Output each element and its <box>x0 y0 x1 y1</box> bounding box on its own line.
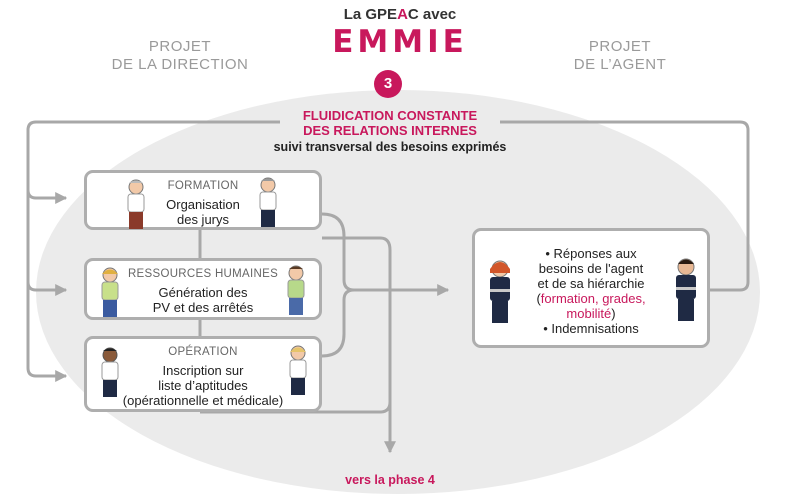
person-icon <box>289 345 307 395</box>
column-header-direction: PROJET DE LA DIRECTION <box>100 38 260 74</box>
box-label: FORMATION <box>167 180 239 192</box>
step-title-line: DES RELATIONS INTERNES <box>303 123 477 138</box>
loop-arrow-right <box>500 120 750 292</box>
box-text: Organisation des jurys <box>87 197 319 227</box>
header-line: PROJET <box>148 38 212 55</box>
step-badge: 3 <box>374 70 402 98</box>
loop-arrow-left <box>26 120 280 204</box>
box-text-line: liste d’aptitudes <box>158 378 248 393</box>
box-formation: FORMATION Organisation des jurys <box>84 170 322 230</box>
connector-rh <box>322 236 392 290</box>
person-icon <box>101 347 119 397</box>
box-text-line: (opérationnelle et médicale) <box>122 393 284 408</box>
pink-text: formation, grades, <box>540 291 646 306</box>
header-line: DE L’AGENT <box>573 56 667 73</box>
box-text-line: Génération des <box>158 285 248 300</box>
title-accent: A <box>397 6 408 23</box>
box-label: RESSOURCES HUMAINES <box>127 268 279 280</box>
box-text-line: PV et des arrêtés <box>152 300 254 315</box>
paren-open: ( <box>536 291 541 306</box>
connector-op <box>321 288 355 358</box>
person-icon <box>101 267 119 317</box>
box-agent: • Réponses aux besoins de l'agent et de … <box>472 228 710 348</box>
agent-needs-text: • Réponses aux besoins de l'agent et de … <box>520 246 662 336</box>
firefighter-icon <box>490 260 510 323</box>
header-line: DE LA DIRECTION <box>111 56 249 73</box>
box-text-line: Inscription sur <box>162 363 244 378</box>
person-icon <box>287 265 305 315</box>
app-title: La GPEAC avec <box>290 6 510 23</box>
firefighter-icon <box>676 258 696 321</box>
brand-logo: EMMIE <box>332 24 468 60</box>
box-ressources-humaines: RESSOURCES HUMAINES Génération des PV et… <box>84 258 322 320</box>
person-icon <box>259 177 277 227</box>
box-text-line: Organisation <box>166 197 240 212</box>
box-text-line: des jurys <box>176 212 230 227</box>
title-prefix: La GPE <box>343 6 398 23</box>
agent-text-line: mobilité) <box>520 306 662 321</box>
box-text: Inscription sur liste d’aptitudes (opéra… <box>87 363 319 408</box>
box-label: OPÉRATION <box>168 346 238 358</box>
pink-text: mobilité <box>566 306 612 321</box>
paren-close: ) <box>611 306 616 321</box>
box-operation: OPÉRATION Inscription sur liste d’aptitu… <box>84 336 322 412</box>
branch-arrow-op <box>26 282 68 382</box>
agent-text-line: • Indemnisations <box>543 321 639 336</box>
step-title: FLUIDICATION CONSTANTE DES RELATIONS INT… <box>260 108 520 138</box>
agent-text-line: (formation, grades, <box>520 291 662 306</box>
title-suffix: C avec <box>407 6 457 23</box>
person-icon <box>127 179 145 229</box>
box-text: Génération des PV et des arrêtés <box>87 285 319 315</box>
agent-text-line: besoins de l'agent <box>538 261 644 276</box>
agent-text-line: et de sa hiérarchie <box>537 276 645 291</box>
header-line: PROJET <box>588 38 652 55</box>
phase-4-link[interactable]: vers la phase 4 <box>345 473 435 487</box>
step-subtitle: suivi transversal des besoins exprimés <box>273 140 507 154</box>
agent-text-line: • Réponses aux <box>545 246 637 261</box>
column-header-agent: PROJET DE L’AGENT <box>540 38 700 74</box>
step-title-line: FLUIDICATION CONSTANTE <box>302 108 478 123</box>
